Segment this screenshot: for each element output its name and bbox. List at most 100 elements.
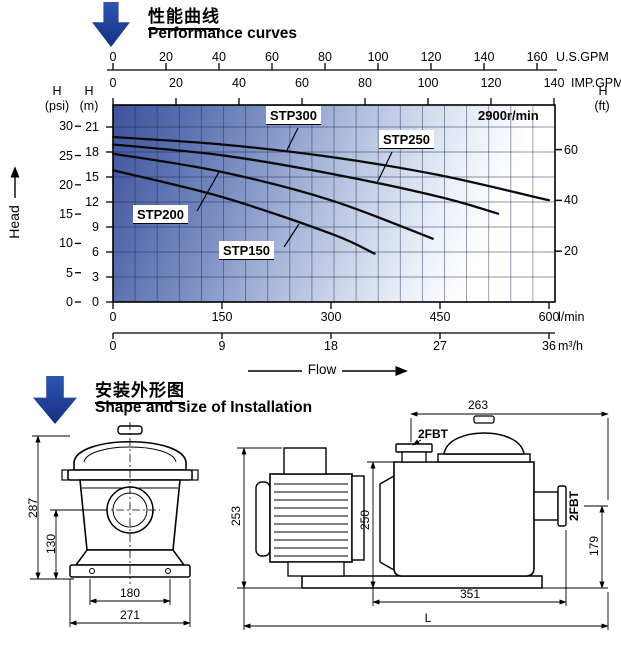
terminal-box — [283, 447, 327, 475]
top-port-pipe — [401, 451, 427, 463]
tick-label: 0 — [109, 310, 117, 324]
tick-label: 27 — [433, 339, 447, 353]
clamp-knob-left — [61, 469, 69, 481]
dim-side-port-center-height: 179 — [587, 536, 601, 556]
tick-label: 60 — [265, 50, 279, 64]
tick-label: 12 — [85, 195, 99, 209]
lid-ring — [437, 453, 531, 463]
tick-label: 9 — [218, 339, 226, 353]
m-axis-h-label: H — [84, 84, 94, 98]
head-axis-label-group: Head — [6, 166, 22, 239]
motor-foot — [287, 561, 345, 577]
curve-stp300 — [111, 135, 551, 202]
ft-axis-h-label: H — [598, 84, 608, 98]
motor-fins — [274, 483, 348, 557]
label-side-port: 2FBT — [567, 490, 581, 521]
tick-label: 5 — [66, 265, 73, 280]
tick-label: 40 — [212, 50, 226, 64]
installation-title-en: Shape and size of Installation — [95, 399, 313, 416]
tick-label: 20 — [159, 50, 173, 64]
tick-label: 0 — [66, 295, 73, 309]
side-dimension-lines — [237, 411, 609, 630]
center-lines — [100, 422, 160, 584]
curve-stp200 — [111, 152, 434, 240]
imp-gpm-unit-label: IMP.GPM — [571, 76, 621, 90]
ft-axis-unit: (ft) — [594, 99, 610, 113]
dim-side-top-length: 263 — [468, 398, 488, 412]
tick-label: 140 — [543, 76, 565, 90]
installation-title-zh: 安装外形图 — [95, 376, 185, 404]
chart-canvas — [75, 63, 562, 377]
dim-side-motor-height: 253 — [229, 506, 243, 526]
tick-label: 80 — [358, 76, 372, 90]
dim-front-inner-width: 180 — [120, 586, 140, 600]
tick-label: 150 — [211, 310, 233, 324]
lid-knob — [473, 415, 495, 424]
base-bolt-left — [89, 568, 95, 574]
tick-label: 20 — [564, 244, 578, 259]
side-view-drawing: 263 2FBT 253 250 2FBT 179 351 L — [229, 398, 609, 630]
curve-label-stp300: STP300 — [266, 106, 321, 125]
tick-label: 18 — [85, 145, 99, 159]
tick-label: 0 — [109, 76, 117, 90]
motor-body — [269, 473, 353, 563]
side-port-flange — [557, 485, 567, 527]
tick-label: 160 — [526, 50, 548, 64]
base-plate — [301, 575, 543, 589]
performance-title-en: Performance curves — [148, 25, 298, 42]
lid-inner-line — [83, 446, 177, 463]
tick-label: 100 — [417, 76, 439, 90]
tick-label: 60 — [564, 142, 578, 157]
speed-annotation: 2900r/min — [478, 108, 539, 123]
performance-title-zh: 性能曲线 — [148, 2, 220, 30]
tick-label: 20 — [169, 76, 183, 90]
pump-lid-dome — [443, 432, 525, 455]
curve-label-leader-lines — [196, 127, 393, 248]
tick-label: 120 — [420, 50, 442, 64]
curve-label-stp150: STP150 — [219, 241, 274, 260]
dim-front-height: 287 — [26, 498, 40, 518]
performance-curves — [111, 135, 551, 255]
performance-chart: U.S.GPM IMP.GPM H (psi) H (m) H (ft) l/m… — [6, 50, 621, 377]
tick-label: 600 — [538, 310, 560, 324]
l-min-unit-label: l/min — [558, 310, 585, 324]
top-port-flange — [395, 443, 433, 453]
base-bolt-right — [165, 568, 171, 574]
tick-label: 3 — [92, 270, 99, 284]
tick-label: 40 — [232, 76, 246, 90]
front-dimension-lines — [30, 435, 191, 627]
tick-label: 10 — [59, 236, 73, 251]
tick-label: 300 — [320, 310, 342, 324]
tick-label: 15 — [59, 207, 73, 222]
tick-label: 40 — [564, 193, 578, 208]
flow-axis-label: Flow — [307, 362, 337, 377]
tick-label: 21 — [85, 120, 99, 134]
m3h-unit-label: m³/h — [558, 339, 583, 353]
side-port-pipe — [533, 491, 559, 521]
dim-side-overall-length: L — [425, 611, 432, 625]
m-axis-unit: (m) — [79, 99, 99, 113]
tick-label: 140 — [473, 50, 495, 64]
dim-front-window-center: 130 — [44, 534, 58, 554]
tick-label: 20 — [59, 177, 73, 192]
tick-label: 0 — [109, 50, 117, 64]
tick-label: 120 — [480, 76, 502, 90]
label-top-port: 2FBT — [418, 427, 449, 441]
tick-label: 0 — [92, 295, 99, 309]
head-axis-label: Head — [6, 205, 22, 238]
curve-stp150 — [111, 169, 376, 255]
psi-axis-unit: (psi) — [44, 99, 70, 113]
motor-end-bell — [351, 475, 365, 561]
curve-stp250 — [111, 143, 500, 215]
tick-label: 450 — [429, 310, 451, 324]
motor-fan-cover — [255, 481, 271, 557]
front-view-drawing: 287 130 180 271 — [26, 422, 199, 627]
dim-side-base-length: 351 — [460, 587, 480, 601]
tick-label: 80 — [318, 50, 332, 64]
tick-label: 60 — [295, 76, 309, 90]
tick-label: 100 — [367, 50, 389, 64]
pump-bracket — [379, 474, 395, 572]
tick-label: 25 — [59, 148, 73, 163]
dim-side-pump-height: 250 — [358, 510, 372, 530]
